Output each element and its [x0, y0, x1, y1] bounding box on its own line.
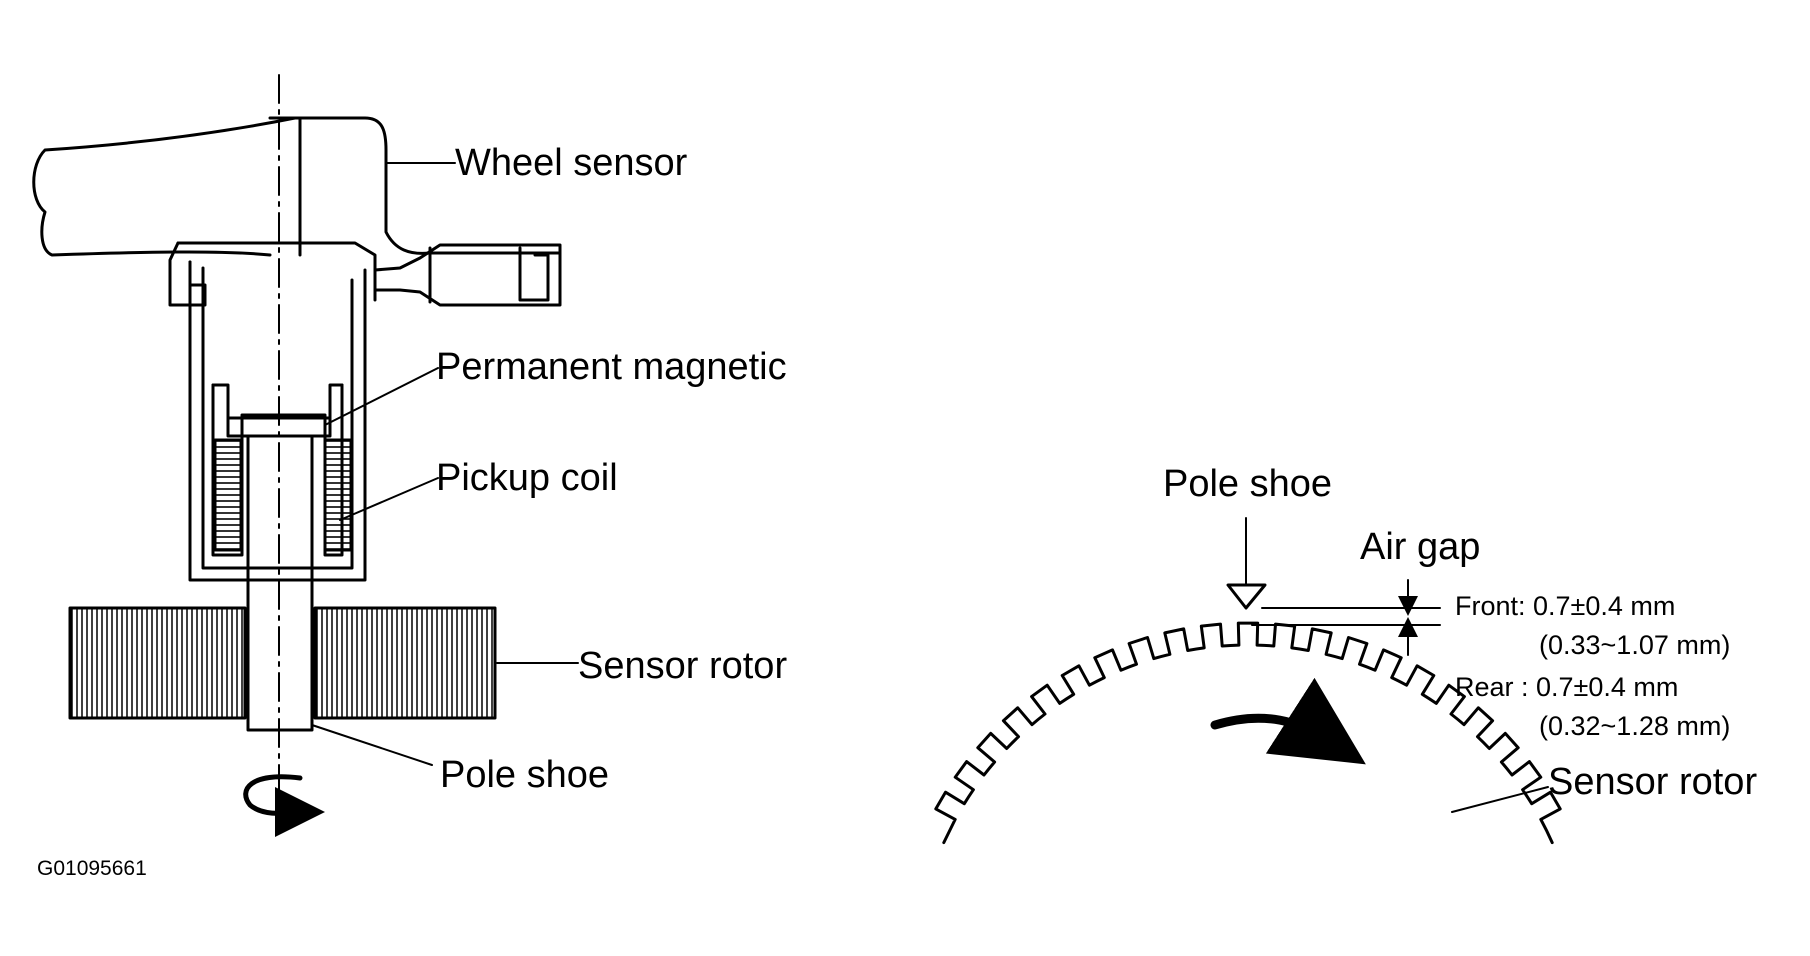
label-sensor-rotor-left: Sensor rotor: [578, 645, 788, 687]
pickup-coil-left: [213, 438, 243, 552]
spec-rear-value: Rear : 0.7±0.4 mm: [1455, 672, 1679, 702]
pole-shoe-tip: [1226, 583, 1267, 610]
connector: [373, 243, 562, 307]
sensor-rotor-right-half: [313, 606, 497, 720]
label-pole-shoe-left: Pole shoe: [440, 754, 610, 796]
pickup-coil-right: [323, 438, 353, 552]
sensor-cable: [32, 116, 297, 257]
rotation-direction-arrow: [1210, 677, 1366, 765]
label-air-gap: Air gap: [1360, 526, 1481, 568]
sensor-rotor-left-half: [68, 606, 247, 720]
figure-code: G01095661: [37, 857, 147, 880]
label-pickup-coil: Pickup coil: [436, 457, 618, 499]
label-permanent-magnetic: Permanent magnetic: [436, 346, 787, 388]
spec-front-range: (0.33~1.07 mm): [1539, 630, 1731, 660]
wheel-sensor-head: [268, 116, 562, 255]
spec-front-value: Front: 0.7±0.4 mm: [1455, 591, 1676, 621]
label-wheel-sensor: Wheel sensor: [455, 142, 688, 184]
spec-rear-range: (0.32~1.28 mm): [1539, 711, 1731, 741]
rotation-arrow: [243, 774, 325, 838]
sensor-body-housing: [188, 260, 367, 582]
sensor-rotor-toothed: [934, 621, 1562, 845]
label-sensor-rotor-right: Sensor rotor: [1548, 761, 1758, 803]
label-pole-shoe-right: Pole shoe: [1163, 463, 1333, 505]
